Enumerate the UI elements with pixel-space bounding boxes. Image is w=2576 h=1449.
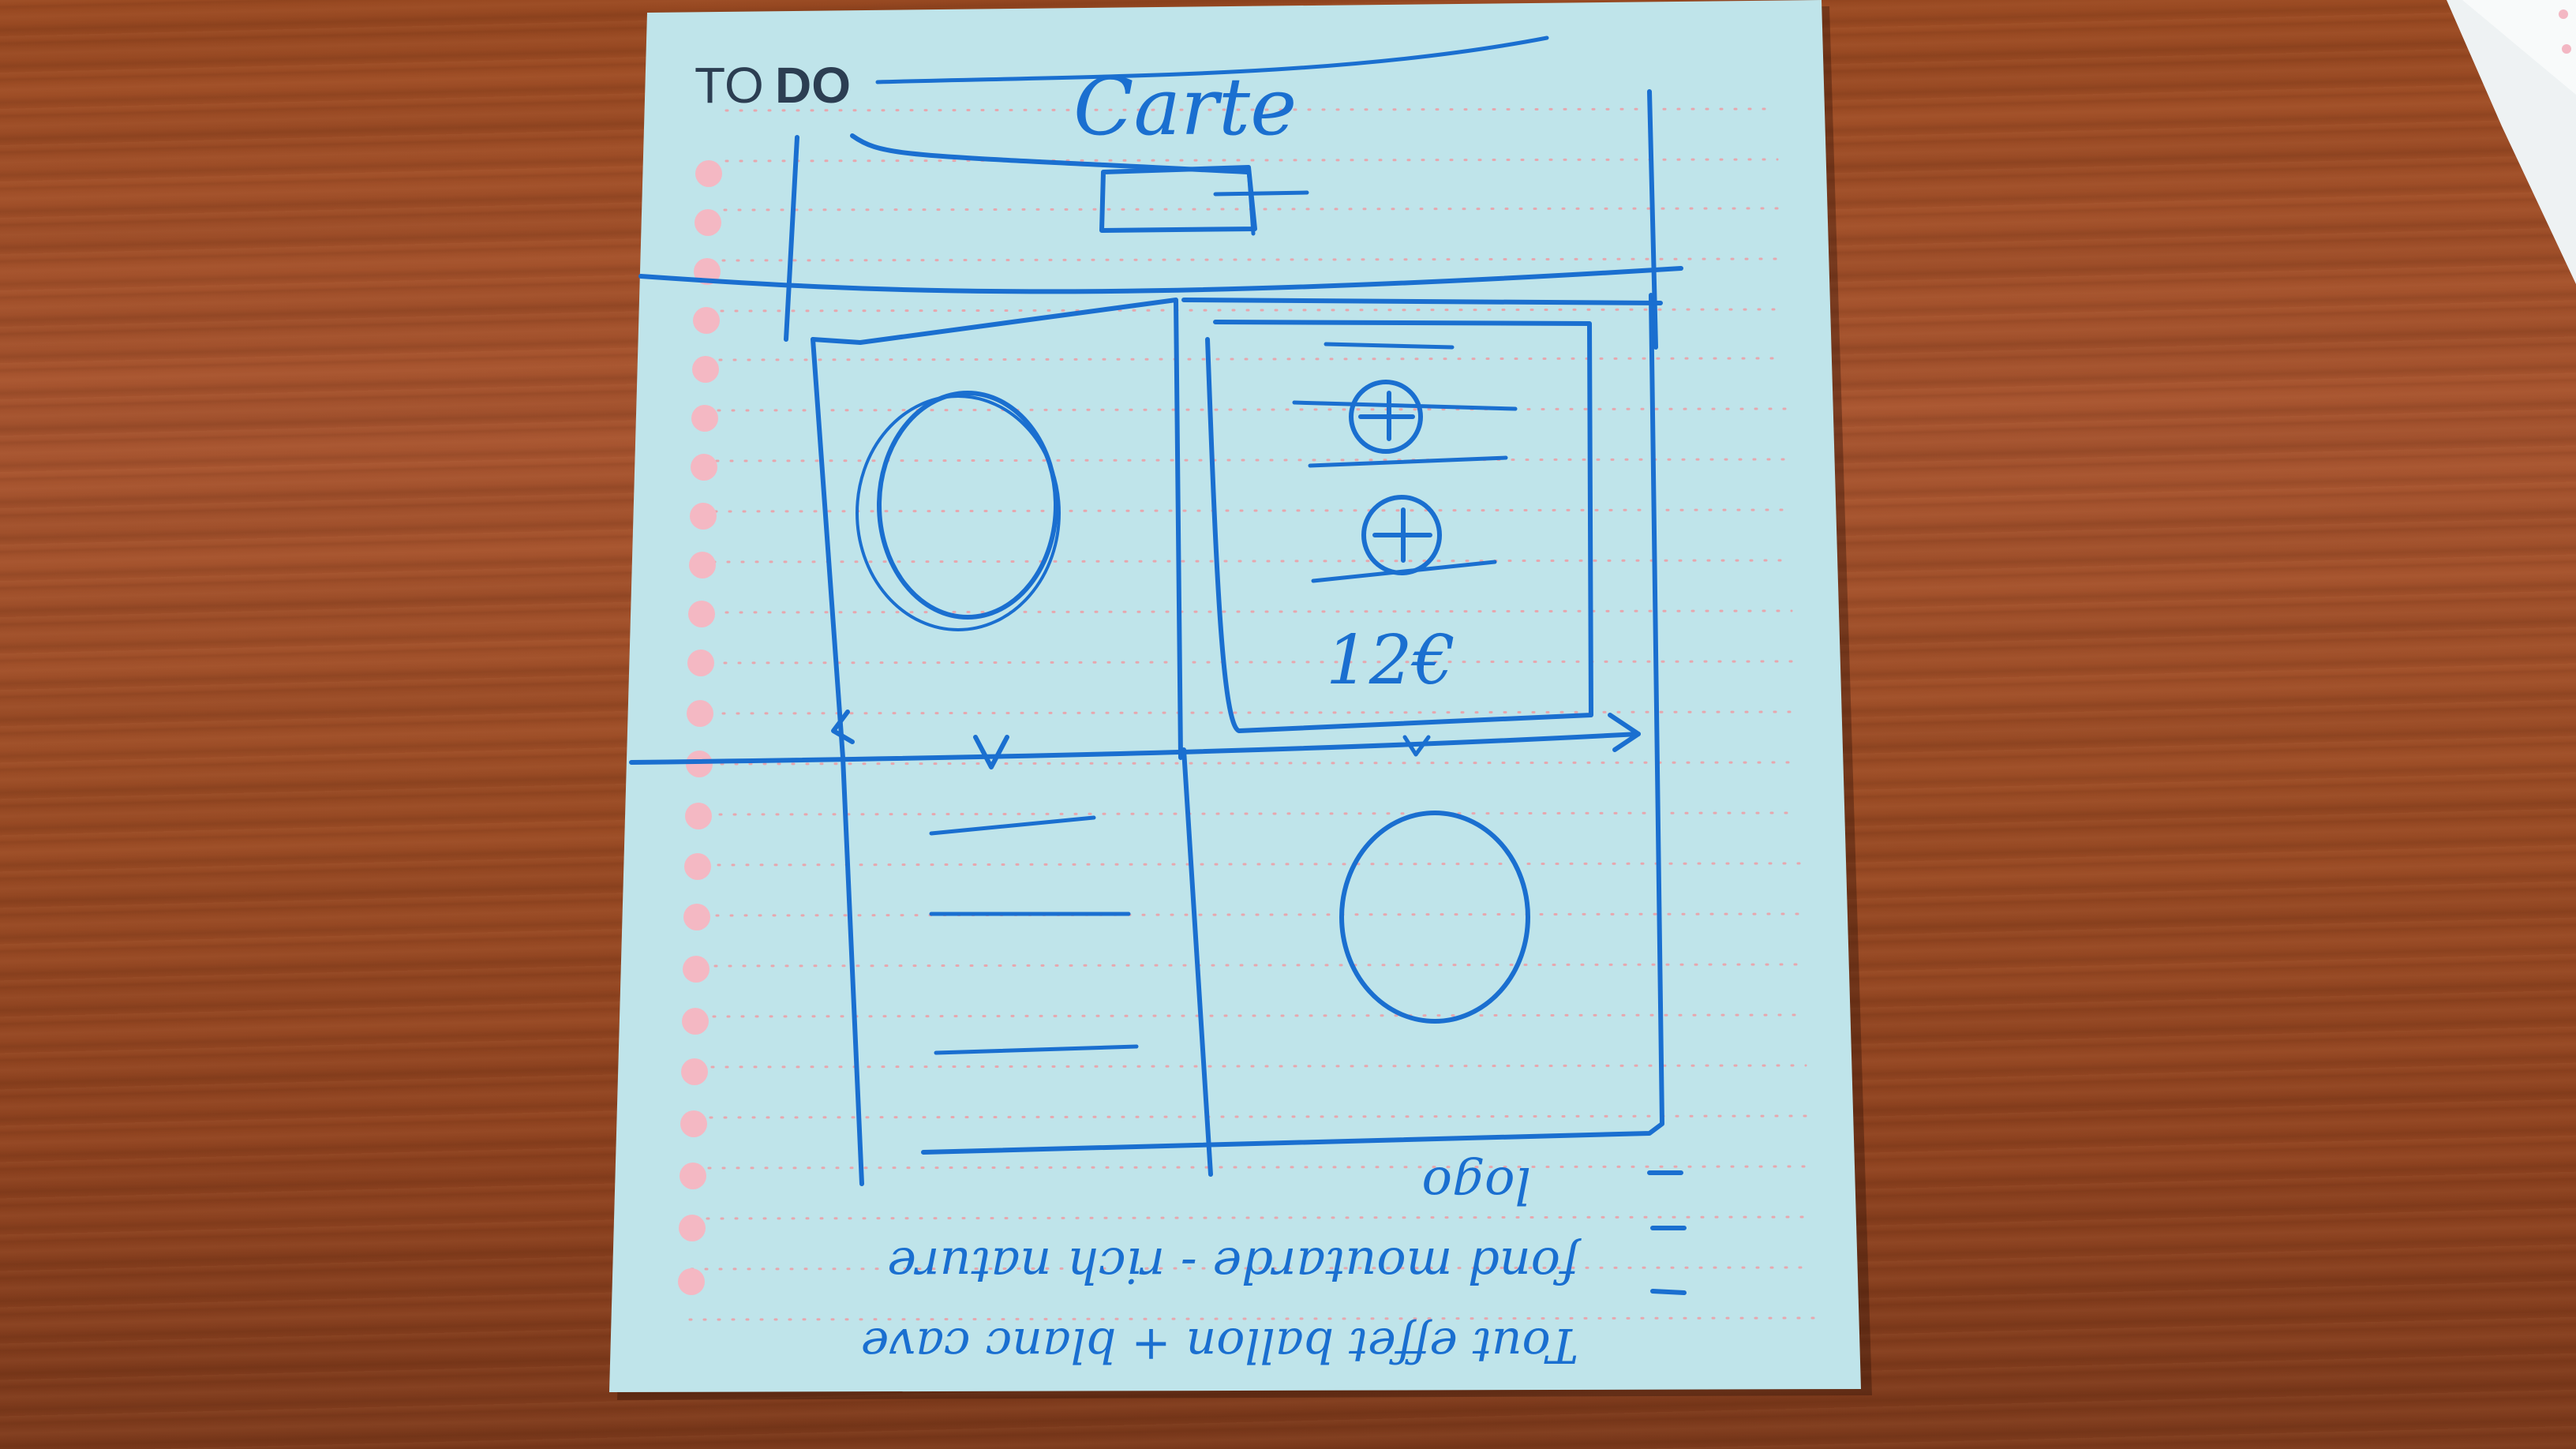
chevron-down-right	[1402, 735, 1431, 757]
header-divider	[638, 266, 1683, 294]
header-bar	[850, 133, 1249, 174]
panel-top-left-border	[811, 298, 1183, 760]
image-placeholder-bottom	[1339, 811, 1530, 1024]
header-underline	[875, 36, 1549, 84]
lower-left-edge	[841, 755, 864, 1186]
sketch-title: Carte	[1073, 61, 1297, 153]
arrow-right-sketch	[1608, 713, 1641, 752]
handwritten-notes: logo fond moutarde - rich nature Tout ef…	[861, 1155, 1687, 1372]
lower-right-frame	[921, 293, 1664, 1155]
chevron-down-left	[973, 735, 1009, 769]
wireframe-sketch	[629, 89, 1683, 1186]
lower-divider	[1181, 747, 1213, 1177]
note-effect: Tout effet ballon + blanc cave	[861, 1317, 1578, 1372]
arrow-left-sketch	[831, 710, 855, 744]
paper-sheet	[609, 0, 1861, 1392]
brand-do: DO	[775, 57, 851, 114]
ruled-dotted-lines	[688, 107, 1815, 1321]
list-line-1	[929, 815, 1096, 836]
panel-top-edge	[1181, 298, 1663, 305]
brand-to: TO	[695, 57, 764, 114]
product-line-4	[1311, 560, 1497, 583]
note-background: fond moutarde - rich nature	[887, 1237, 1582, 1294]
product-card-sketch	[1205, 320, 1593, 733]
list-line-3	[934, 1044, 1139, 1055]
panel-left-edge	[811, 337, 845, 760]
binding-holes	[678, 160, 722, 1295]
second-notepad-corner	[2447, 0, 2576, 284]
plus-glyph-2	[1372, 507, 1432, 563]
sketch-price: 12€	[1326, 621, 1455, 700]
search-plus-sketch	[1213, 165, 1309, 236]
plus-button-sketch-1	[1349, 380, 1423, 454]
product-line-2	[1292, 400, 1518, 411]
plus-glyph-1	[1358, 391, 1415, 441]
note-bullets	[1647, 1170, 1687, 1295]
frame-left-top	[784, 135, 799, 342]
note-logo: logo	[1422, 1155, 1532, 1214]
product-line-3	[1308, 455, 1508, 468]
image-placeholder-top	[877, 391, 1058, 620]
image-placeholder-top-stroke2	[856, 395, 1061, 631]
carousel-divider	[629, 732, 1641, 765]
product-line-1	[1324, 342, 1455, 350]
